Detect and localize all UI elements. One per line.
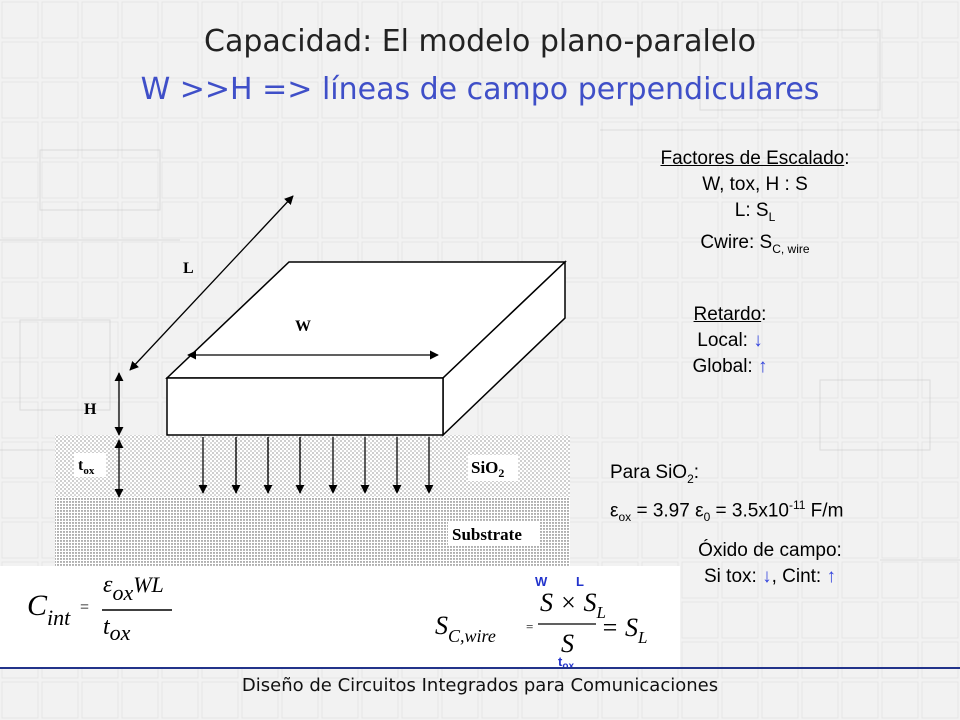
field-oxide-line1: Óxido de campo:	[698, 540, 842, 561]
svg-text:SC,wire: SC,wire	[435, 611, 496, 646]
scaling-line3: Cwire: SC, wire	[700, 231, 810, 256]
svg-text:Cint: Cint	[27, 589, 71, 630]
down-arrow-icon: ↓	[753, 330, 763, 351]
label-h: H	[84, 401, 97, 418]
up-arrow-icon: ↑	[826, 566, 836, 587]
field-oxide-block: Óxido de campo: Si tox: ↓, Cint: ↑	[660, 538, 880, 590]
svg-text:W: W	[535, 574, 548, 589]
wire-front-face	[166, 377, 444, 436]
svg-text:tox: tox	[78, 457, 95, 477]
svg-text:Substrate: Substrate	[452, 525, 522, 544]
svg-text:S: S	[561, 629, 574, 658]
l-dimension-arrow	[129, 195, 294, 371]
scwire-formula: W L SC,wire = S × SL S = SL tox	[435, 574, 648, 672]
sio2-line2: εox = 3.97 ε0 = 3.5x10-11 F/m	[610, 497, 844, 524]
delay-block: Retardo: Local: ↓ Global: ↑	[660, 302, 800, 380]
label-w: W	[295, 318, 311, 335]
delay-global: Global: ↑	[692, 356, 768, 377]
scaling-line2: L: SL	[734, 200, 776, 224]
field-oxide-line2: Si tox: ↓, Cint: ↑	[704, 566, 836, 587]
svg-text:tox: tox	[103, 614, 131, 645]
cint-formula: Cint = εoxWL tox	[27, 572, 172, 645]
label-substrate: Substrate	[448, 522, 540, 546]
up-arrow-icon: ↑	[757, 356, 768, 377]
sio2-line1: Para SiO2:	[610, 462, 700, 486]
slide-title: Capacidad: El modelo plano-paralelo	[204, 24, 756, 59]
svg-text:=: =	[80, 599, 89, 616]
scaling-heading: Factores de Escalado	[660, 148, 845, 169]
formula-panel	[0, 566, 680, 668]
field-lines	[198, 437, 434, 494]
delay-local: Local: ↓	[697, 330, 763, 351]
svg-text:L: L	[576, 574, 584, 589]
label-tox: tox	[74, 453, 106, 477]
footer-text: Diseño de Circuitos Integrados para Comu…	[241, 675, 719, 696]
svg-text:S × SL: S × SL	[540, 588, 606, 622]
delay-heading: Retardo	[693, 304, 762, 325]
scaling-line1: W, tox, H : S	[702, 174, 808, 195]
svg-text:εoxWL: εoxWL	[103, 572, 164, 605]
footer-rule	[0, 667, 960, 669]
svg-text:SiO2: SiO2	[471, 458, 504, 480]
label-l: L	[183, 260, 194, 277]
svg-text:= SL: = SL	[601, 613, 648, 647]
slide-subtitle: W >>H => líneas de campo perpendiculares	[140, 72, 820, 107]
down-arrow-icon: ↓	[762, 566, 772, 587]
label-sio2: SiO2	[468, 455, 518, 481]
scaling-factors-block: Factores de Escalado: W, tox, H : S L: S…	[600, 146, 910, 262]
sio2-permittivity-block: Para SiO2: εox = 3.97 ε0 = 3.5x10-11 F/m	[610, 460, 940, 530]
svg-text:=: =	[526, 619, 533, 634]
svg-text:tox: tox	[558, 654, 574, 672]
